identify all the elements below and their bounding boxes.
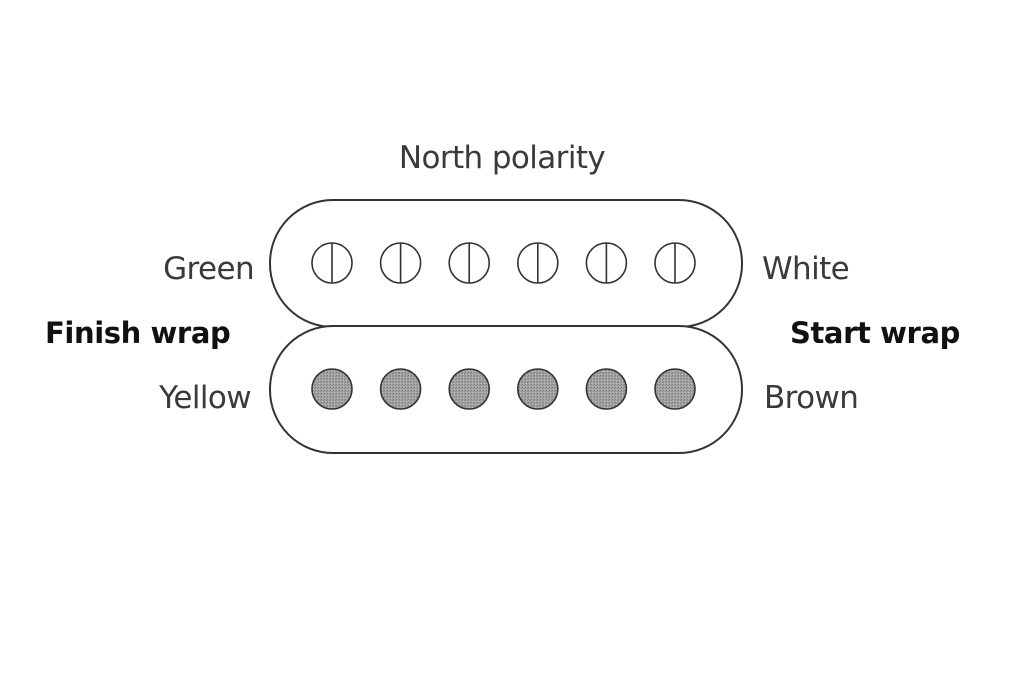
top-coil-poles [311, 242, 696, 284]
bottom-pole-1 [311, 368, 353, 410]
bottom-coil [269, 325, 743, 454]
bottom-pole-6 [654, 368, 696, 410]
bottom-pole-2 [379, 368, 422, 410]
bottom-pole-5 [585, 368, 628, 410]
bottom-pole-3 [448, 368, 491, 410]
north-polarity-label: North polarity [399, 140, 606, 176]
bottom-pole-4 [516, 368, 559, 410]
start-wrap-label: Start wrap [790, 316, 960, 350]
brown-wire-label: Brown [764, 380, 858, 416]
bottom-coil-poles [311, 368, 696, 410]
green-wire-label: Green [163, 251, 254, 287]
white-wire-label: White [762, 251, 849, 287]
yellow-wire-label: Yellow [158, 380, 251, 416]
finish-wrap-label: Finish wrap [45, 316, 230, 350]
